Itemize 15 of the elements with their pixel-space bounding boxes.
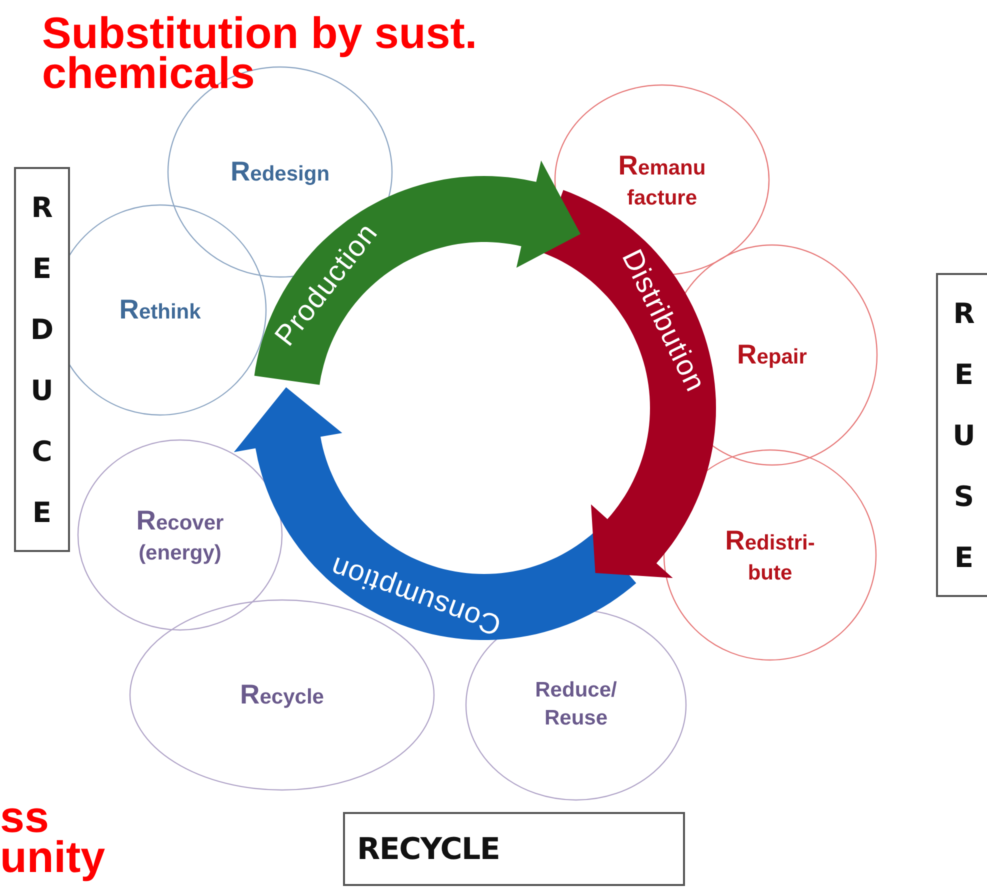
circle-label: Redesign [230,154,330,189]
category-box [343,812,685,886]
category-box [936,273,987,597]
category-label: REDUCE [29,190,55,530]
circle-label: Rethink [119,292,201,327]
circle-label: Reduce/ Reuse [534,678,618,732]
circle-label: Remanu facture [617,148,707,212]
circle-label: Recycle [240,678,324,712]
note-text: Substitution by sust. chemicals [42,14,478,94]
category-label: RECYCLE [357,830,500,868]
circle-label: Recover (energy) [135,503,225,566]
category-box [14,167,70,552]
category-label: REUSE [952,296,976,576]
circle-label: Repair [737,338,807,372]
circle-label: Redistri- bute [724,523,816,586]
